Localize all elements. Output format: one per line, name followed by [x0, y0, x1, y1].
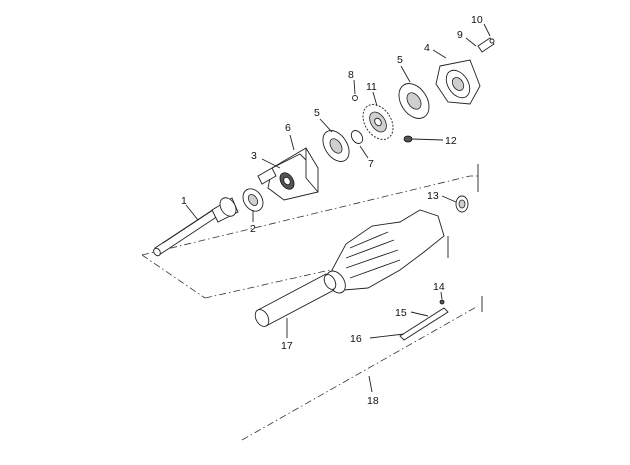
- part-bearing: [242, 188, 264, 212]
- part-washer: [403, 135, 413, 143]
- part-disc-upper: [398, 83, 430, 119]
- part-housing: [257, 147, 319, 201]
- callout-5b: 5: [314, 107, 320, 119]
- callout-4: 4: [424, 42, 430, 54]
- callout-14: 14: [433, 281, 445, 293]
- part-ring: [350, 130, 364, 144]
- callout-10: 10: [471, 14, 483, 26]
- leader-lines: [185, 23, 491, 393]
- callout-6: 6: [285, 122, 291, 134]
- part-bolt: [477, 37, 495, 53]
- callout-7: 7: [368, 158, 374, 170]
- callout-2: 2: [250, 223, 256, 235]
- part-boot: [326, 209, 445, 294]
- callout-1: 1: [181, 195, 187, 207]
- callout-labels: 1 2 3 4 5 5 6 7 8 9 10 11 12 13 14 15 16…: [181, 14, 483, 407]
- part-tube: [254, 273, 337, 327]
- callout-11: 11: [366, 81, 377, 93]
- callout-18: 18: [367, 395, 379, 407]
- callout-12: 12: [445, 135, 457, 147]
- part-clamp: [399, 299, 449, 341]
- callout-16: 16: [350, 333, 362, 345]
- callout-5a: 5: [397, 54, 403, 66]
- callout-15: 15: [395, 307, 407, 319]
- callout-3: 3: [251, 150, 257, 162]
- part-cover: [435, 59, 481, 105]
- callout-13: 13: [427, 190, 439, 202]
- part-shaft: [153, 197, 239, 257]
- callout-8: 8: [348, 69, 354, 81]
- callout-9: 9: [457, 29, 463, 41]
- part-gear: [362, 104, 394, 140]
- part-pin: [352, 95, 358, 101]
- callout-17: 17: [281, 340, 293, 352]
- part-disc-lower: [322, 130, 350, 162]
- group-boundary: [141, 164, 483, 441]
- part-fitting: [455, 195, 469, 213]
